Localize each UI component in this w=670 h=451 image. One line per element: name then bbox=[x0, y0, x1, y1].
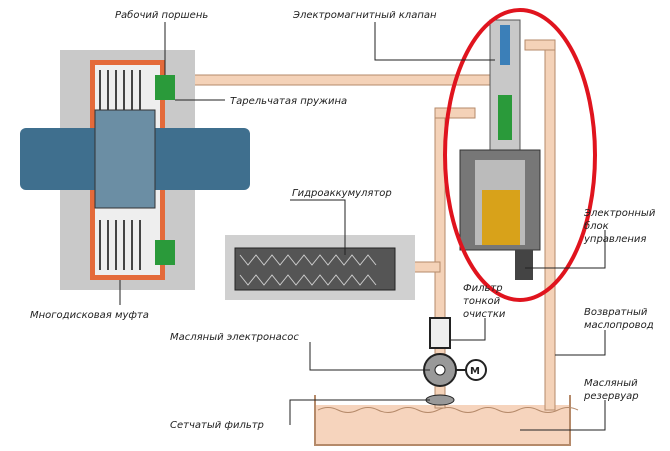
svg-text:M: M bbox=[470, 366, 480, 377]
strainer bbox=[425, 394, 455, 406]
oil-reservoir bbox=[314, 395, 579, 446]
svg-text:управления: управления bbox=[583, 234, 646, 245]
label-return-line: Возвратный bbox=[584, 307, 648, 318]
highlight-ellipse bbox=[443, 8, 597, 302]
label-reservoir: Масляный bbox=[584, 378, 638, 389]
leader-lines bbox=[119, 22, 606, 431]
solenoid-valve bbox=[459, 19, 541, 280]
svg-text:очистки: очистки bbox=[463, 309, 506, 320]
label-ecu: Электронный bbox=[583, 208, 656, 219]
hydraulic-accumulator bbox=[225, 235, 415, 300]
svg-text:тонкой: тонкой bbox=[463, 296, 501, 307]
svg-text:резервуар: резервуар bbox=[583, 391, 639, 402]
multi-disc-clutch bbox=[20, 50, 250, 290]
label-oil-pump: Масляный электронасос bbox=[170, 332, 299, 343]
svg-text:блок: блок bbox=[584, 220, 609, 232]
oil-pump: M bbox=[423, 353, 487, 406]
label-accumulator: Гидроаккумулятор bbox=[292, 188, 392, 199]
label-multi-disc-clutch: Многодисковая муфта bbox=[30, 310, 149, 321]
fine-filter bbox=[429, 317, 451, 349]
label-disc-spring: Тарельчатая пружина bbox=[230, 96, 347, 107]
label-fine-filter: Фильтр bbox=[463, 283, 503, 294]
label-working-piston: Рабочий поршень bbox=[115, 9, 208, 21]
label-solenoid-valve: Электромагнитный клапан bbox=[292, 10, 437, 21]
svg-text:маслопровод: маслопровод bbox=[584, 320, 654, 331]
motor-icon bbox=[465, 359, 487, 381]
label-strainer: Сетчатый фильтр bbox=[170, 420, 264, 431]
